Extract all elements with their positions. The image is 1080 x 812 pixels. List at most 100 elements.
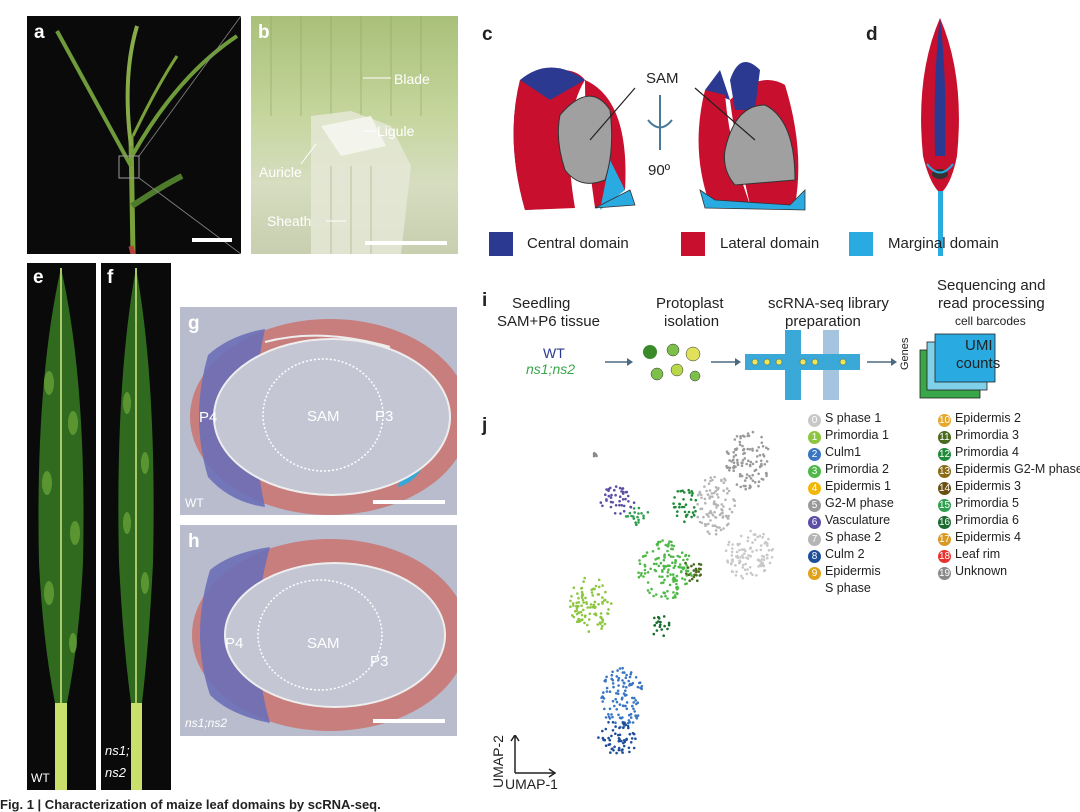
umap-point — [658, 540, 662, 544]
umap-point — [690, 577, 694, 581]
umap-point — [755, 449, 759, 452]
umap-point — [747, 459, 750, 463]
cluster-color-dot: 2 — [808, 448, 821, 461]
umap-point — [617, 713, 620, 717]
umap-point — [692, 563, 696, 566]
umap-point — [611, 721, 615, 724]
umap-point — [580, 586, 584, 590]
umap-point — [759, 563, 763, 566]
umap-point — [724, 479, 727, 482]
umap-point — [593, 451, 596, 455]
umap-point — [618, 716, 622, 720]
umap-point — [671, 555, 675, 559]
umap-point — [662, 564, 666, 568]
umap-point — [604, 678, 607, 682]
umap-point — [634, 523, 638, 527]
panel-a-photo: a — [27, 16, 241, 254]
umap-point — [621, 679, 624, 682]
pipeline-diagram — [605, 330, 996, 400]
umap-point — [609, 505, 613, 509]
umap-point — [600, 627, 603, 630]
umap-point — [637, 575, 641, 579]
umap-point — [698, 520, 702, 524]
umap-point — [608, 743, 612, 746]
umap-point — [741, 461, 744, 465]
umap-point — [733, 504, 737, 507]
umap-point — [617, 679, 620, 682]
umap-point — [736, 461, 739, 464]
panel-f-genotype-line1: ns1; — [105, 743, 130, 758]
umap-point — [636, 685, 640, 689]
umap-point — [725, 464, 728, 468]
umap-point — [632, 501, 636, 504]
umap-point — [646, 511, 650, 514]
umap-point — [660, 595, 663, 598]
umap-point — [678, 502, 682, 506]
umap-point — [757, 480, 761, 483]
umap-point — [582, 608, 585, 612]
annotation-sheath: Sheath — [267, 213, 312, 229]
umap-xaxis-label: UMAP-1 — [505, 776, 558, 792]
umap-point — [678, 505, 681, 509]
umap-point — [675, 587, 679, 591]
umap-point — [666, 544, 669, 547]
umap-point — [716, 493, 719, 496]
umap-point — [738, 548, 741, 552]
umap-point — [627, 726, 630, 730]
umap-point — [760, 558, 764, 561]
umap-point — [622, 741, 625, 745]
umap-point — [615, 675, 619, 678]
umap-point — [728, 466, 732, 470]
umap-point — [735, 570, 738, 574]
annotation-blade: Blade — [394, 71, 430, 87]
panel-d-leaf-schematic — [921, 18, 959, 256]
umap-point — [692, 569, 696, 572]
umap-point — [594, 584, 598, 588]
umap-point — [762, 563, 765, 567]
umap-point — [711, 478, 714, 482]
umap-point — [627, 719, 631, 722]
umap-point — [621, 487, 624, 491]
umap-point — [653, 616, 656, 620]
umap-point — [738, 559, 741, 562]
umap-point — [603, 598, 607, 602]
umap-point — [607, 494, 611, 498]
umap-point — [606, 612, 610, 616]
umap-point — [670, 544, 674, 547]
umap-point — [698, 491, 701, 495]
umap-point — [601, 596, 604, 599]
umap-point — [685, 572, 688, 575]
umap-point — [661, 539, 664, 542]
umap-point — [607, 608, 610, 611]
cluster-name: Epidermis 3 — [955, 479, 1021, 493]
umap-point — [590, 591, 594, 594]
umap-point — [603, 707, 606, 711]
umap-point — [694, 567, 698, 571]
umap-point — [611, 682, 615, 685]
umap-point — [577, 601, 581, 604]
umap-point — [620, 749, 623, 752]
umap-point — [632, 701, 635, 704]
umap-point — [592, 587, 595, 591]
cluster-color-dot: 10 — [938, 414, 951, 427]
umap-point — [733, 438, 737, 441]
cluster-color-dot: 11 — [938, 431, 951, 444]
umap-point — [692, 514, 696, 517]
umap-point — [634, 521, 637, 524]
umap-point — [680, 551, 684, 554]
umap-point — [630, 737, 634, 740]
umap-point — [622, 509, 626, 513]
umap-point — [743, 568, 747, 571]
cluster-color-dot: 14 — [938, 482, 951, 495]
cluster-color-dot: 0 — [808, 414, 821, 427]
umap-point — [640, 687, 643, 691]
cluster-color-dot: 8 — [808, 550, 821, 563]
umap-point — [650, 587, 653, 591]
umap-point — [618, 739, 622, 742]
panel-b-photo: b Blade Ligule Auricle Sheath — [251, 16, 458, 254]
umap-point — [712, 502, 716, 506]
umap-point — [751, 479, 755, 482]
